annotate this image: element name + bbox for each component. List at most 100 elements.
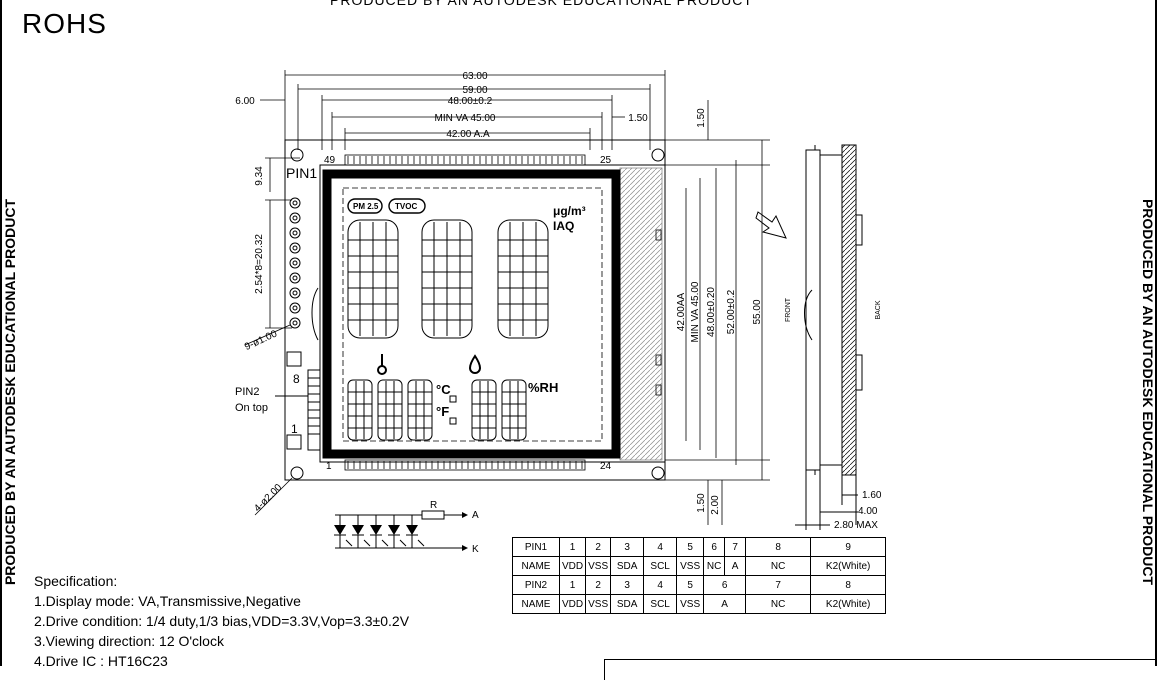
table-cell: PIN2 — [512, 575, 560, 595]
side-view — [795, 144, 863, 530]
bottom-pins — [344, 459, 586, 471]
dim-280: 2.80 MAX — [834, 520, 878, 531]
table-cell: 8 — [745, 537, 812, 557]
table-cell: A — [724, 556, 747, 576]
spec-title: Specification: — [34, 573, 118, 589]
dim-200-bottom: 2.00 — [710, 495, 721, 515]
table-cell: SDA — [610, 594, 645, 614]
dim-160: 1.60 — [862, 490, 882, 501]
pin1-label: PIN1 — [286, 165, 317, 181]
pin2-8: 8 — [293, 372, 300, 386]
table-cell: 1 — [558, 537, 587, 557]
anode-label: A — [472, 510, 479, 521]
dim-v48: 48.00±0.20 — [706, 287, 717, 337]
top-pins — [344, 154, 586, 166]
table-cell: 3 — [610, 575, 645, 595]
pin-holes — [289, 197, 301, 329]
table-cell: VDD — [558, 594, 587, 614]
table-cell: 5 — [676, 537, 705, 557]
table-cell: 6 — [703, 537, 726, 557]
title-block-corner — [604, 659, 1157, 680]
pin-1: 1 — [326, 461, 332, 472]
pin2-on-top: On top — [235, 402, 268, 414]
dim-mount: 4-ø2.00 — [252, 482, 284, 514]
ugm3-label: μg/m³ — [553, 204, 586, 218]
dim-holes: 9-ø1.00 — [243, 328, 279, 353]
front-label: FRONT — [785, 297, 792, 322]
dim-v42: 42.00AA — [676, 292, 687, 331]
rh-label: %RH — [528, 380, 558, 395]
pin-49: 49 — [324, 155, 336, 166]
cathode-label: K — [472, 544, 479, 555]
table-cell: VSS — [585, 556, 612, 576]
dim-v55: 55.00 — [752, 299, 763, 324]
table-cell: PIN1 — [512, 537, 560, 557]
dim-63: 63.00 — [462, 71, 487, 82]
dim-6: 6.00 — [235, 96, 255, 107]
spec-line: 2.Drive condition: 1/4 duty,1/3 bias,VDD… — [34, 613, 410, 629]
table-cell: SDA — [610, 556, 645, 576]
dim-150-right: 1.50 — [696, 108, 707, 128]
iaq-label: IAQ — [553, 219, 574, 233]
table-cell: 6 — [703, 575, 747, 595]
table-cell: NC — [745, 594, 812, 614]
table-row: NAME VDD VSS SDA SCL VSS A NC K2(White) — [512, 594, 887, 614]
dim-42: 42.00 A.A — [446, 129, 490, 140]
table-cell: K2(White) — [810, 556, 887, 576]
table-cell: NAME — [512, 556, 560, 576]
pin-25: 25 — [600, 155, 612, 166]
table-row: NAME VDD VSS SDA SCL VSS NC A NC K2(Whit… — [512, 556, 887, 576]
table-cell: VSS — [676, 594, 705, 614]
pcb-board — [284, 139, 666, 481]
dim-pitch: 2.54*8=20.32 — [254, 234, 265, 294]
table-cell: 1 — [558, 575, 587, 595]
drawing-frame-left — [0, 0, 2, 666]
dim-150-top: 1.50 — [628, 113, 648, 124]
spec-line: 4.Drive IC : HT16C23 — [34, 653, 168, 669]
table-cell: 7 — [745, 575, 812, 595]
dim-59: 59.00 — [462, 85, 487, 96]
fpc-marks — [655, 229, 662, 396]
table-cell: 7 — [724, 537, 747, 557]
table-row: PIN1 1 2 3 4 5 6 7 8 9 — [512, 537, 887, 557]
dim-vminva: MIN VA 45.00 — [690, 281, 701, 342]
dim-150-bottom: 1.50 — [696, 493, 707, 513]
rohs-label: ROHS — [22, 8, 107, 39]
table-cell: A — [703, 594, 747, 614]
big-digits — [347, 219, 549, 339]
small-digits — [347, 379, 527, 441]
lcd-glass — [319, 164, 666, 463]
celsius-label: °C — [436, 382, 451, 397]
dim-48: 48.00±0.2 — [448, 96, 493, 107]
watermark-top: PRODUCED BY AN AUTODESK EDUCATIONAL PROD… — [330, 0, 753, 8]
table-row: PIN2 1 2 3 4 5 6 7 8 — [512, 575, 887, 595]
left-dimensions — [244, 157, 300, 516]
table-cell: SCL — [643, 594, 678, 614]
table-cell: K2(White) — [810, 594, 887, 614]
backlight-fpc — [619, 167, 663, 461]
table-cell: 5 — [676, 575, 705, 595]
table-cell: 2 — [585, 575, 612, 595]
view-direction-arrow — [755, 211, 787, 239]
pin-table: PIN1 1 2 3 4 5 6 7 8 9 NAME VDD VSS SDA … — [512, 537, 887, 614]
table-cell: NC — [703, 556, 726, 576]
table-cell: 3 — [610, 537, 645, 557]
table-cell: VSS — [676, 556, 705, 576]
table-cell: 8 — [810, 575, 887, 595]
table-cell: VDD — [558, 556, 587, 576]
top-dimension-text: 63.00 59.00 48.00±0.2 MIN VA 45.00 42.00… — [235, 71, 648, 140]
spec-line: 3.Viewing direction: 12 O'clock — [34, 633, 224, 649]
pm25-icon-label: PM 2.5 — [353, 202, 379, 211]
table-cell: NAME — [512, 594, 560, 614]
table-cell: 2 — [585, 537, 612, 557]
humidity-drop-icon — [468, 354, 482, 374]
table-cell: 4 — [643, 575, 678, 595]
lcd-icons — [347, 198, 426, 214]
drawing-frame-right — [1155, 0, 1157, 666]
pin2-1: 1 — [291, 422, 298, 436]
table-cell: 4 — [643, 537, 678, 557]
right-dimensions — [665, 100, 770, 525]
dim-400: 4.00 — [858, 506, 878, 517]
technical-drawing: 63.00 59.00 48.00±0.2 MIN VA 45.00 42.00… — [235, 70, 882, 555]
dim-minva: MIN VA 45.00 — [435, 113, 496, 124]
